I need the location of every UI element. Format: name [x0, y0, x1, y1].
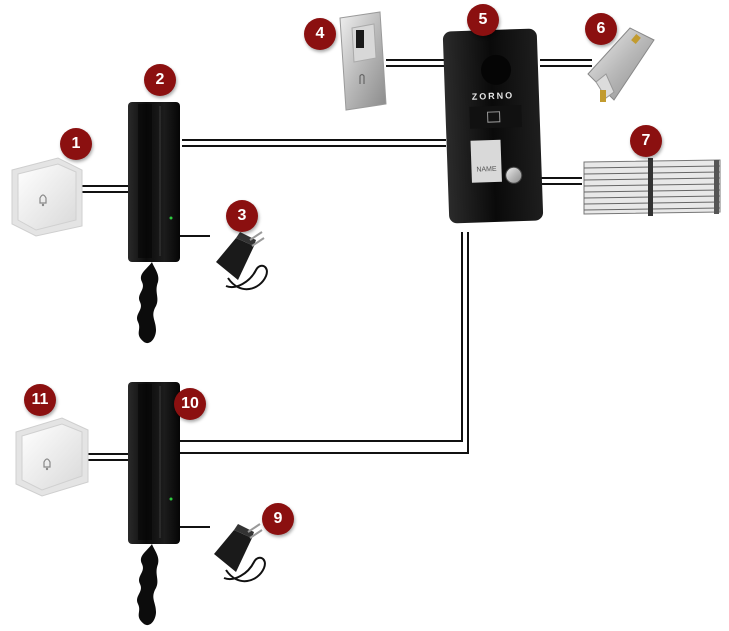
intercom-handset-icon: [128, 382, 180, 626]
brand-label: ZORNO: [472, 90, 515, 101]
call-button: [505, 166, 523, 184]
badge-3: 3: [226, 200, 258, 232]
doorbell-switch-icon: [15, 417, 89, 497]
doorbell-switch-icon: [11, 157, 83, 237]
door-station-icon: ZORNO NAME: [442, 28, 544, 224]
exit-button-icon: [339, 11, 387, 111]
power-adapter-icon: [214, 523, 266, 582]
badge-10: 10: [174, 388, 206, 420]
wires: [82, 59, 592, 528]
wire-panel-handset2: [180, 232, 463, 442]
badge-4: 4: [304, 18, 336, 50]
badge-1: 1: [60, 128, 92, 160]
gate-icon: [583, 158, 721, 216]
electric-strike-icon: [587, 27, 655, 102]
badge-2: 2: [144, 64, 176, 96]
badge-9: 9: [262, 503, 294, 535]
intercom-handset-icon: [128, 102, 180, 344]
name-label: NAME: [476, 166, 497, 174]
badge-7: 7: [630, 125, 662, 157]
badge-5: 5: [467, 4, 499, 36]
wire-panel-handset2-b: [180, 232, 469, 454]
power-adapter-icon: [216, 231, 268, 290]
badge-11: 11: [24, 384, 56, 416]
badge-6: 6: [585, 13, 617, 45]
